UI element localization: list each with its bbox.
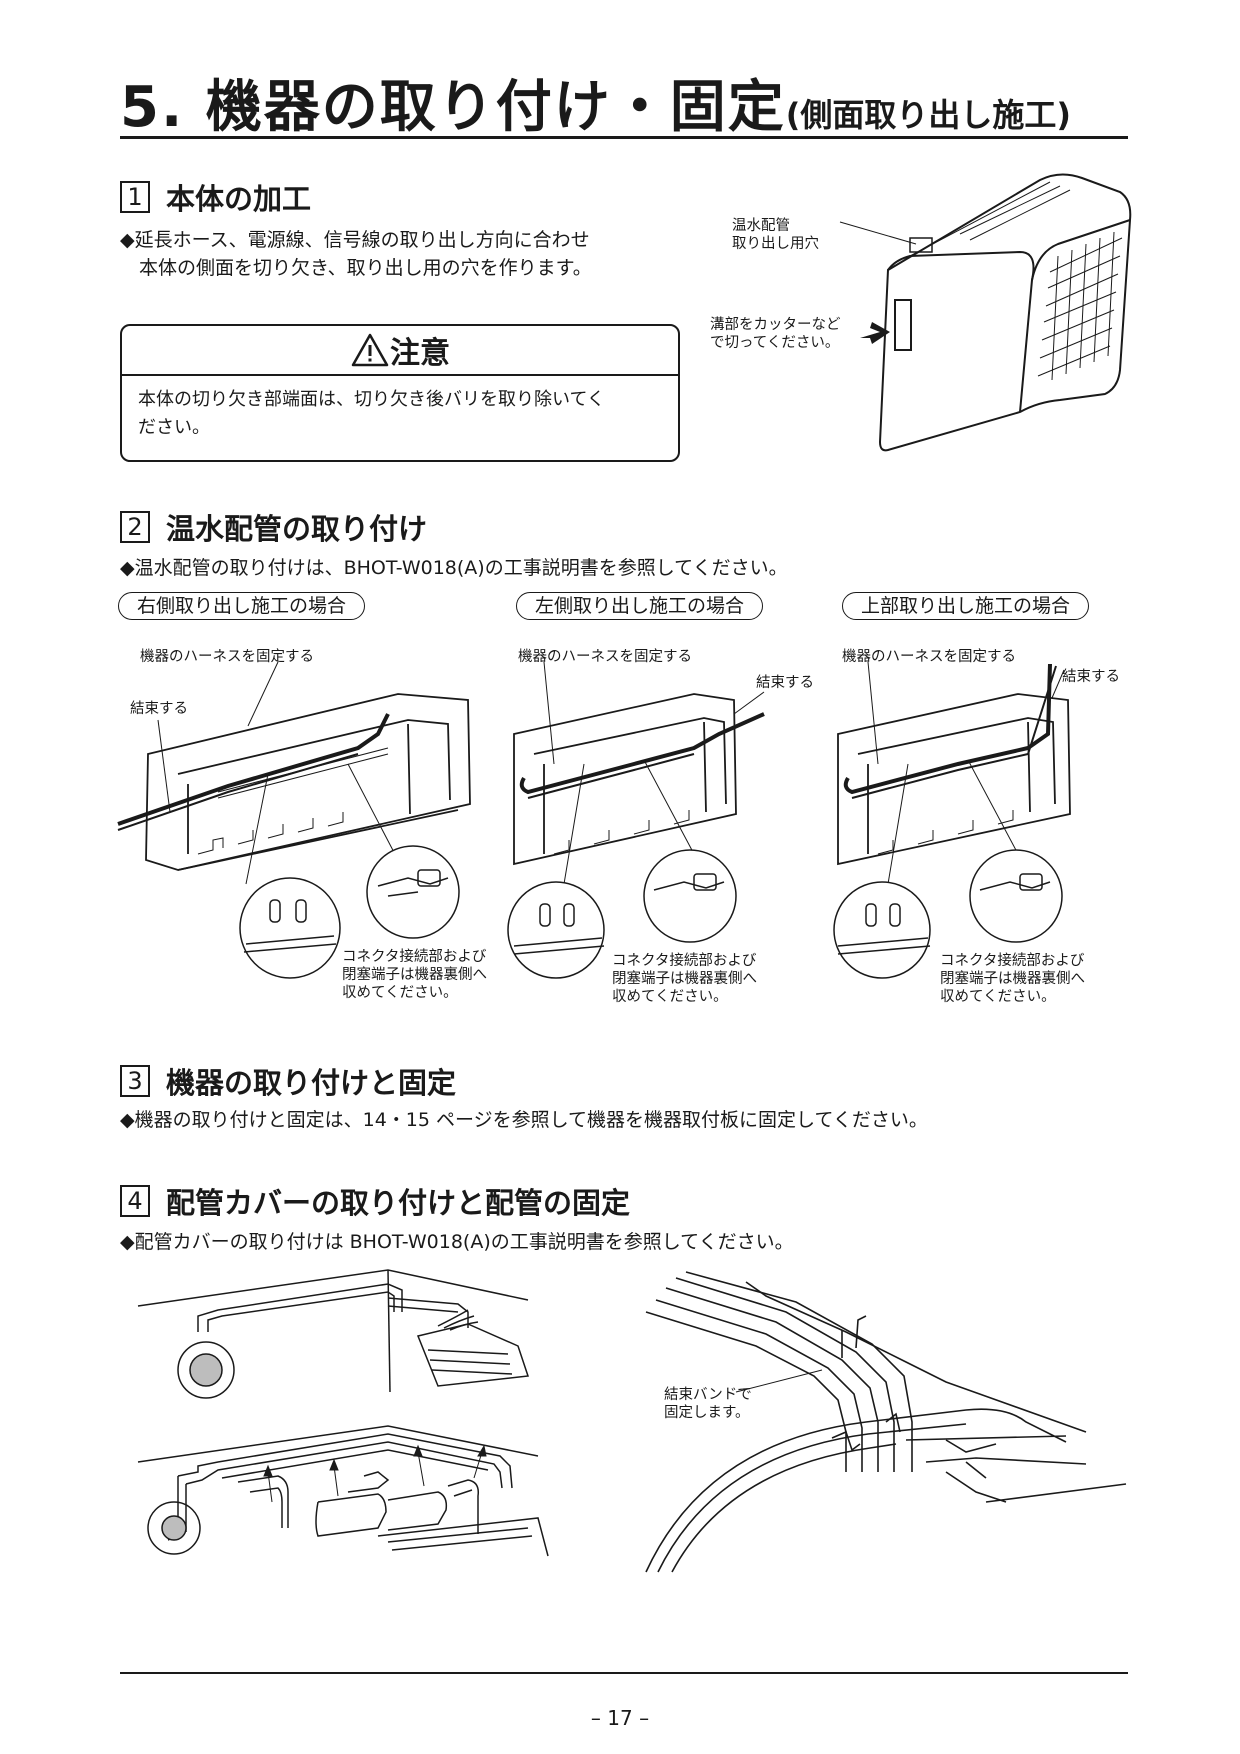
case3-illustration: [833, 661, 1071, 979]
fig1-label-cut-line1: 溝部をカッターなど: [710, 317, 841, 333]
fig4-right-label-line1: 結束バンドで: [664, 1387, 752, 1403]
caution-line2: ださい。: [138, 417, 210, 438]
warning-triangle-icon: [351, 333, 389, 367]
section3-number: 3: [120, 1065, 150, 1097]
case2-note-line3: 収めてください。: [612, 989, 728, 1005]
caution-line1: 本体の切り欠き部端面は、切り欠き後バリを取り除いてく: [138, 389, 605, 410]
case3-note-line1: コネクタ接続部および: [940, 953, 1085, 969]
case3-label-harness: 機器のハーネスを固定する: [842, 649, 1016, 665]
section2-title: 温水配管の取り付け: [166, 512, 428, 546]
page-title-main: 5. 機器の取り付け・固定: [120, 75, 786, 140]
fig1-label-cut-line2: で切ってください。: [710, 335, 840, 351]
case2-illustration: [507, 661, 765, 979]
case1-note-line3: 収めてください。: [342, 985, 458, 1001]
case1-label-bind: 結束する: [130, 701, 188, 717]
fig4-left-illustration: [137, 1269, 549, 1557]
case3-note-line2: 閉塞端子は機器裏側へ: [940, 971, 1085, 987]
section3-title: 機器の取り付けと固定: [166, 1066, 457, 1100]
footer-rule: [120, 1672, 1128, 1674]
section4-text: ◆配管カバーの取り付けは BHOT-W018(A)の工事説明書を参照してください…: [120, 1231, 794, 1253]
section4-title: 配管カバーの取り付けと配管の固定: [166, 1186, 631, 1220]
section1-number: 1: [120, 181, 150, 213]
section1-title: 本体の加工: [166, 182, 312, 216]
section1-heading: 1 本体の加工: [120, 176, 311, 218]
section4-number: 4: [120, 1185, 150, 1217]
case3-note: コネクタ接続部および 閉塞端子は機器裏側へ 収めてください。: [940, 952, 1085, 1006]
section1-text-line1: ◆延長ホース、電源線、信号線の取り出し方向に合わせ: [120, 229, 590, 251]
fig1-label-cut: 溝部をカッターなど で切ってください。: [710, 316, 841, 352]
page-title-sub: (側面取り出し施工): [785, 96, 1071, 134]
fig1-unit-illustration: [839, 173, 1132, 452]
page-number: – 17 –: [590, 1706, 650, 1730]
fig4-right-label-line2: 固定します。: [664, 1405, 750, 1421]
section1-text-line2: 本体の側面を切り欠き、取り出し用の穴を作ります。: [139, 257, 592, 279]
section1-text: ◆延長ホース、電源線、信号線の取り出し方向に合わせ 本体の側面を切り欠き、取り出…: [120, 226, 592, 282]
fig4-right-label: 結束バンドで 固定します。: [664, 1386, 752, 1422]
case2-label-bind: 結束する: [756, 675, 814, 691]
case-top-title: 上部取り出し施工の場合: [842, 592, 1090, 620]
title-rule: [120, 136, 1128, 139]
case3-note-line3: 収めてください。: [940, 989, 1056, 1005]
section2-number: 2: [120, 511, 150, 543]
caution-header: 注意: [122, 326, 678, 376]
caution-body: 本体の切り欠き部端面は、切り欠き後バリを取り除いてく ださい。: [122, 376, 678, 452]
page-title: 5. 機器の取り付け・固定(側面取り出し施工): [120, 62, 1071, 143]
section3-heading: 3 機器の取り付けと固定: [120, 1060, 456, 1102]
case3-label-bind: 結束する: [1062, 669, 1120, 685]
section3-text: ◆機器の取り付けと固定は、14・15 ページを参照して機器を機器取付板に固定して…: [120, 1109, 928, 1131]
case-right-title: 右側取り出し施工の場合: [118, 592, 366, 620]
case1-note: コネクタ接続部および 閉塞端子は機器裏側へ 収めてください。: [342, 948, 487, 1002]
fig1-label-hole-line2: 取り出し用穴: [732, 236, 819, 252]
section2-heading: 2 温水配管の取り付け: [120, 506, 427, 548]
fig1-label-hole: 温水配管 取り出し用穴: [732, 217, 819, 253]
case1-illustration: [117, 661, 471, 979]
case2-note: コネクタ接続部および 閉塞端子は機器裏側へ 収めてください。: [612, 952, 757, 1006]
case1-note-line1: コネクタ接続部および: [342, 949, 487, 965]
case2-label-harness: 機器のハーネスを固定する: [518, 649, 692, 665]
fig4-right-illustration: [645, 1271, 1127, 1573]
case2-note-line1: コネクタ接続部および: [612, 953, 757, 969]
case2-note-line2: 閉塞端子は機器裏側へ: [612, 971, 757, 987]
fig1-label-hole-line1: 温水配管: [732, 218, 790, 234]
case-left-title: 左側取り出し施工の場合: [516, 592, 764, 620]
section4-heading: 4 配管カバーの取り付けと配管の固定: [120, 1180, 630, 1222]
section2-text: ◆温水配管の取り付けは、BHOT-W018(A)の工事説明書を参照してください。: [120, 557, 788, 579]
case1-label-harness: 機器のハーネスを固定する: [140, 649, 314, 665]
caution-box: 注意 本体の切り欠き部端面は、切り欠き後バリを取り除いてく ださい。: [120, 324, 680, 462]
case1-note-line2: 閉塞端子は機器裏側へ: [342, 967, 487, 983]
caution-title: 注意: [390, 336, 450, 371]
